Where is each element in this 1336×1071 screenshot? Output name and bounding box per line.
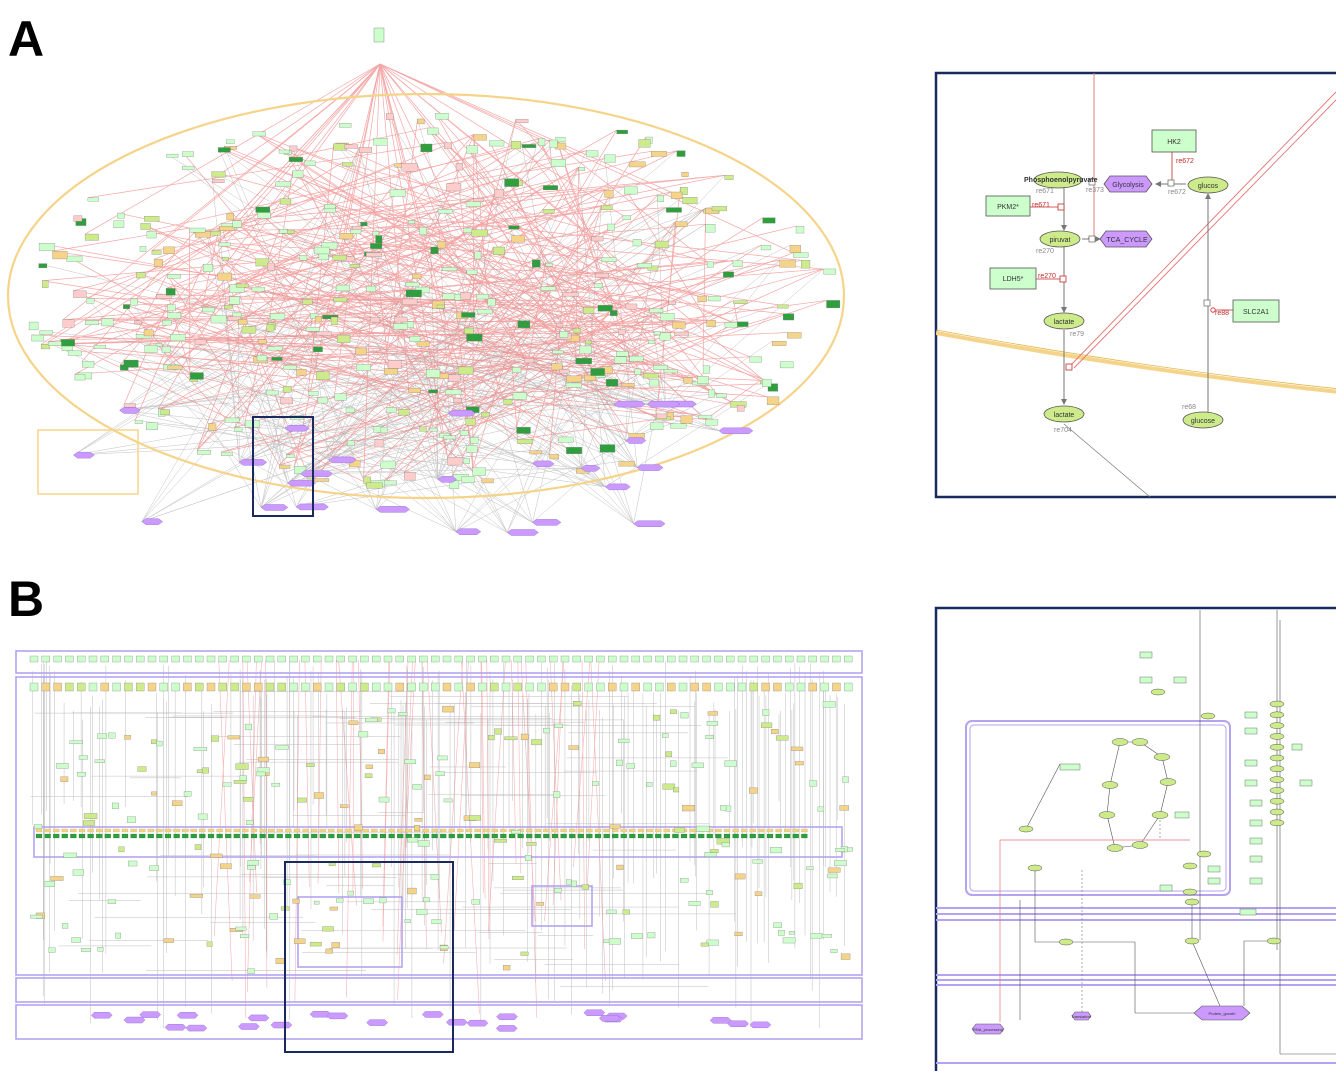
- species-lactate-outside[interactable]: lactate: [1043, 405, 1085, 423]
- glucose-outside-label: glucose: [1191, 418, 1215, 425]
- slc2a1-label: SLC2A1: [1243, 309, 1269, 316]
- membrane-line: [936, 331, 1336, 394]
- zoom-b-translation-label: Translation: [1071, 1014, 1091, 1019]
- protein-node-ldh5[interactable]: LDH5*: [989, 267, 1037, 290]
- zoom-b-rna-label: RNA_processing: [973, 1027, 1003, 1032]
- zoom-b-protein-label: Protein_growth: [1209, 1011, 1236, 1016]
- panel-label-a: A: [8, 11, 45, 67]
- reaction-label-re704: re704: [1054, 427, 1072, 434]
- glucose-inside-label: glucos: [1198, 183, 1219, 190]
- pkm2-label: PKM2*: [997, 204, 1019, 211]
- piruvat-label: piruvat: [1049, 237, 1070, 244]
- species-phosphoenolpyruvate[interactable]: Phosphoenolpyruvate: [1024, 171, 1098, 189]
- panel-label-b: B: [8, 571, 45, 627]
- overview-map-a: [6, 27, 846, 536]
- reaction-label-re270-gray: re270: [1036, 248, 1054, 255]
- reaction-label-re373: re373: [1086, 187, 1104, 194]
- reaction-label-re68: re68: [1182, 404, 1196, 411]
- protein-node-hk2[interactable]: HK2: [1151, 129, 1197, 153]
- reaction-label-re671: re671: [1032, 202, 1050, 209]
- overview-map-b: [15, 650, 863, 1053]
- species-lactate-inside[interactable]: lactate: [1043, 312, 1085, 330]
- reaction-label-re672-gray: re672: [1168, 189, 1186, 196]
- cell-compartment-ellipse: [6, 92, 846, 500]
- zoom-b-phenotype-translation[interactable]: Translation: [1071, 1011, 1092, 1021]
- zoom-b-phenotype-rna[interactable]: RNA_processing: [971, 1023, 1005, 1035]
- lactate-outside-label: lactate: [1054, 412, 1075, 419]
- phenotype-glycolysis[interactable]: Glycolysis: [1103, 175, 1153, 193]
- lactate-inside-label: lactate: [1054, 319, 1075, 326]
- reaction-label-re672: re672: [1176, 158, 1194, 165]
- zoom-highlight-box-a: [252, 416, 314, 517]
- species-glucose-outside[interactable]: glucose: [1182, 411, 1224, 429]
- reaction-label-re671-gray: re671: [1036, 188, 1054, 195]
- reaction-label-re79: re79: [1070, 331, 1084, 338]
- zoom-panel-a: HK2 PKM2* LDH5* SLC2A1 Phosphoenolpyruva…: [934, 71, 1336, 499]
- ldh5-label: LDH5*: [1003, 276, 1024, 283]
- species-piruvat[interactable]: piruvat: [1039, 230, 1081, 248]
- zoom-frame-b: [934, 606, 1336, 1071]
- zoom-b-phenotype-protein[interactable]: Protein_growth: [1193, 1005, 1251, 1021]
- reaction-label-re88: re88: [1215, 310, 1229, 317]
- reaction-label-re270: re270: [1038, 273, 1056, 280]
- zoom-panel-b: RNA_processing Translation Protein_growt…: [934, 606, 1336, 1071]
- protein-node-slc2a1[interactable]: SLC2A1: [1232, 299, 1280, 323]
- protein-node-pkm2[interactable]: PKM2*: [985, 195, 1031, 217]
- sub-compartment-box: [37, 429, 139, 495]
- hk2-label: HK2: [1167, 139, 1181, 146]
- glycolysis-label: Glycolysis: [1112, 182, 1144, 189]
- b-compartments: [15, 650, 863, 1040]
- species-glucose-inside[interactable]: glucos: [1187, 176, 1229, 194]
- phenotype-tca-cycle[interactable]: TCA_CYCLE: [1099, 230, 1153, 248]
- phosphoenolpyruvate-label: Phosphoenolpyruvate: [1024, 177, 1098, 184]
- zoom-highlight-box-b: [284, 861, 454, 1053]
- tca-cycle-label: TCA_CYCLE: [1106, 237, 1148, 244]
